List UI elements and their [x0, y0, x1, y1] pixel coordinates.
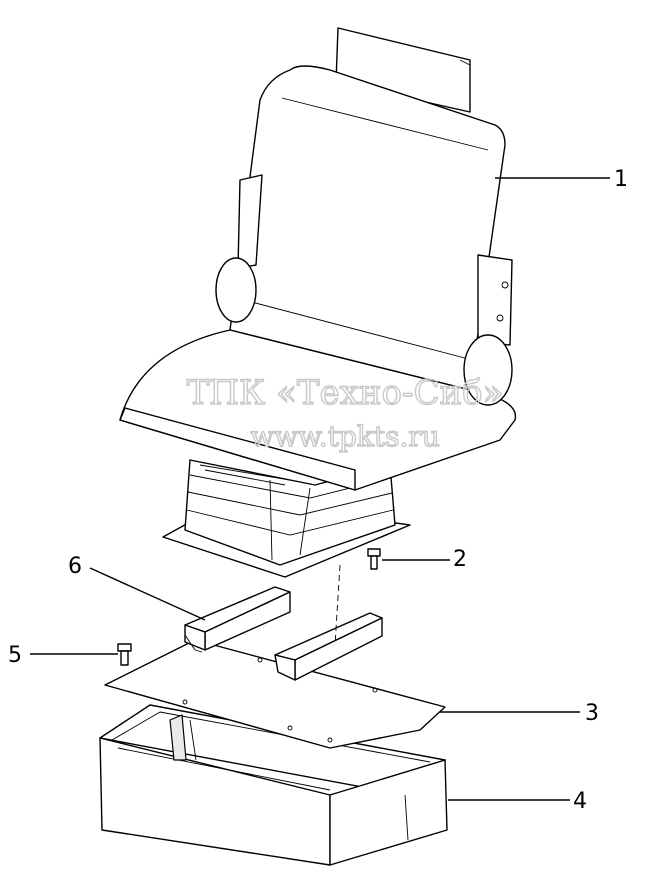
part-3-mounting-plate — [104, 639, 446, 749]
callout-1: 1 — [614, 167, 628, 192]
part-1-seat — [119, 27, 517, 491]
watermark-company: ТПК «Техно-Сиб» — [187, 373, 504, 413]
callout-5: 5 — [8, 643, 22, 668]
callout-3: 3 — [585, 701, 599, 726]
part-4-base-box — [99, 704, 448, 866]
callout-4: 4 — [573, 789, 587, 814]
callout-6: 6 — [68, 554, 82, 579]
part-2-bolt — [367, 548, 381, 570]
callout-2: 2 — [453, 547, 467, 572]
leader-6 — [89, 567, 206, 621]
watermark-url: www.tpkts.ru — [250, 420, 440, 453]
part-6-rail — [184, 586, 291, 653]
part-5-bolt — [117, 643, 132, 666]
right-rail — [274, 612, 383, 681]
